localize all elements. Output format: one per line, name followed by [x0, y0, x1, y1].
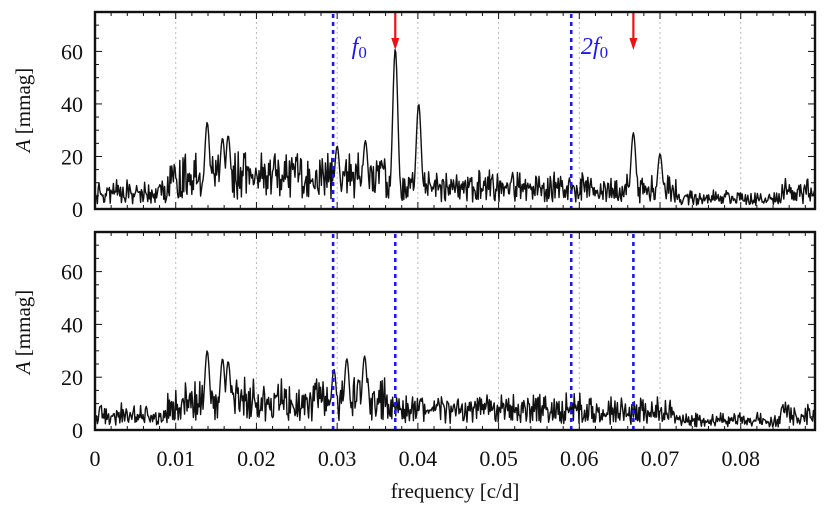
y-tick-label: 20 — [61, 144, 83, 169]
y-tick-label: 40 — [61, 92, 83, 117]
panel-frame — [93, 230, 817, 432]
x-tick-label: 0.05 — [479, 446, 518, 471]
x-tick-label: 0.04 — [399, 446, 438, 471]
x-tick-label: 0.06 — [560, 446, 599, 471]
y-tick-label: 40 — [61, 312, 83, 337]
red-arrow-icon — [629, 38, 638, 50]
y-axis-label-bottom-var: A — [11, 361, 35, 376]
y-tick-label: 20 — [61, 365, 83, 390]
frequency-annotation: 2f0 — [581, 34, 608, 62]
y-tick-label: 0 — [72, 197, 83, 222]
x-tick-label: 0.08 — [721, 446, 760, 471]
spectrum-line — [94, 49, 816, 206]
y-axis-label-top: A [mmag] — [11, 68, 35, 155]
y-tick-label: 60 — [61, 39, 83, 64]
y-axis-label-bottom-unit: [mmag] — [11, 290, 35, 362]
x-axis-tick-labels: 0 0.01 0.02 0.03 0.04 0.05 0.06 0.07 0.08 — [90, 446, 760, 471]
y-axis-label-top-var: A — [11, 139, 35, 154]
frequency-annotation: f0 — [352, 34, 367, 62]
spectrum-line — [94, 350, 816, 428]
x-tick-label: 0.03 — [318, 446, 357, 471]
annotation-symbol: 2f — [581, 34, 603, 60]
red-arrow-icon — [391, 38, 400, 50]
y-axis-label-bottom: A [mmag] — [11, 290, 35, 377]
x-tick-label: 0.01 — [156, 446, 195, 471]
panel-frame — [93, 10, 817, 211]
x-tick-label: 0.02 — [237, 446, 276, 471]
y-tick-label: 60 — [61, 260, 83, 285]
y-axis-label-top-unit: [mmag] — [11, 68, 35, 140]
x-tick-label: 0.07 — [641, 446, 680, 471]
bottom-panel: 0 20 40 60 — [61, 230, 817, 443]
x-axis-label: frequency [c/d] — [391, 479, 520, 503]
annotation-subscript: 0 — [358, 43, 367, 62]
annotation-symbol: f — [352, 34, 362, 60]
annotation-subscript: 0 — [600, 43, 609, 62]
x-tick-label: 0 — [90, 446, 101, 471]
y-tick-label: 0 — [72, 418, 83, 443]
